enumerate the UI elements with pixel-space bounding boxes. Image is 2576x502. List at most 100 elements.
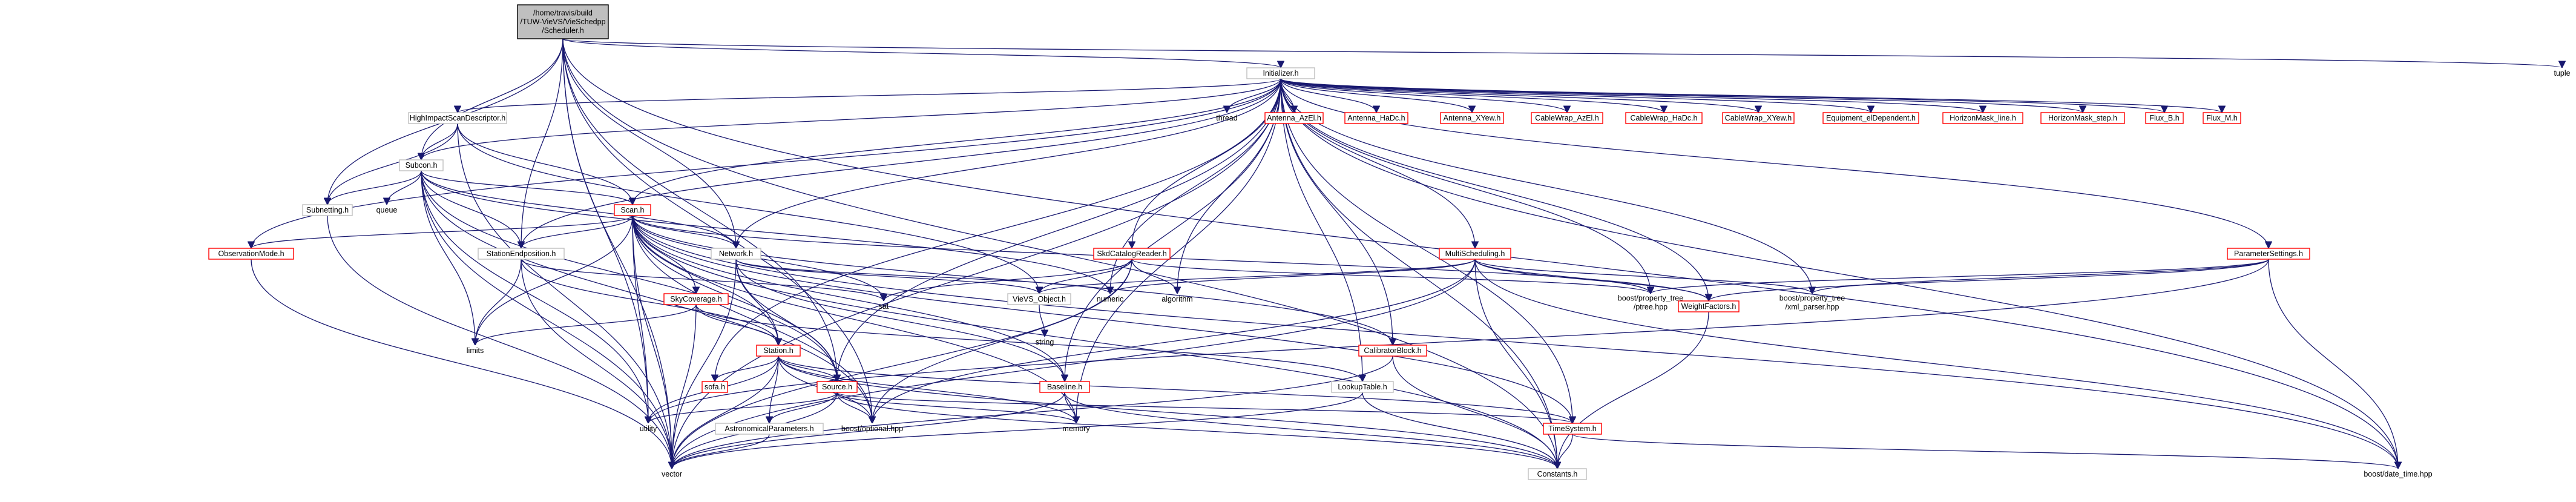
node-label-optional: boost/optional.hpp (841, 424, 903, 433)
node-box-astro (715, 423, 824, 435)
edge-init-to-source (837, 78, 1281, 381)
edge-skycov-to-limits (475, 304, 697, 346)
edge-multisched-to-xmlparser (1474, 259, 1812, 294)
node-label-vector: vector (662, 470, 682, 478)
edge-network-to-vector (672, 259, 737, 469)
node-flux_m[interactable]: Flux_M.h (2203, 112, 2241, 124)
edge-stend-to-sat (521, 259, 884, 302)
edge-init-to-multisched (1280, 78, 1475, 248)
node-box-paramset (2227, 248, 2310, 260)
node-box-skycat (1093, 248, 1171, 260)
node-hm_step[interactable]: HorizonMask_step.h (2040, 112, 2125, 124)
node-cw_xyew[interactable]: CableWrap_XYew.h (1722, 112, 1795, 124)
edge-hisd-to-vector (457, 123, 672, 469)
edge-init-to-cw_hadc (1280, 78, 1664, 113)
node-xmlparser: boost/property_tree/xml_parser.hpp (1779, 294, 1845, 312)
node-box-lookup (1331, 381, 1394, 393)
edge-station-to-vector (672, 355, 779, 469)
edge-calib-to-vector (672, 355, 1393, 469)
edge-subcon-to-scan (421, 170, 632, 205)
node-box-root (517, 4, 609, 39)
node-label-subcon: Subcon.h (406, 161, 438, 170)
edge-subcon-to-subnet (327, 170, 422, 205)
node-label-queue: queue (376, 206, 398, 214)
node-label-subnet: Subnetting.h (306, 206, 349, 214)
node-box-flux_b (2145, 112, 2184, 124)
node-label-string: string (1036, 338, 1054, 346)
edge-root-to-vector (562, 38, 672, 469)
node-label-init: Initializer.h (1263, 69, 1298, 78)
node-obsmode[interactable]: ObservationMode.h (208, 248, 294, 260)
node-timesys[interactable]: TimeSystem.h (1543, 423, 1602, 435)
node-equip[interactable]: Equipment_elDependent.h (1822, 112, 1919, 124)
node-scan[interactable]: Scan.h (614, 204, 651, 216)
node-stend[interactable]: StationEndposition.h (478, 248, 565, 260)
node-station[interactable]: Station.h (756, 345, 801, 357)
edge-init-to-cw_xyew (1280, 78, 1758, 113)
node-box-hisd (408, 112, 507, 124)
node-queue: queue (376, 206, 398, 214)
node-source[interactable]: Source.h (816, 381, 858, 393)
edge-timesys-to-constants (1557, 434, 1573, 469)
node-hisd[interactable]: HighImpactScanDescriptor.h (408, 112, 507, 124)
edge-astro-to-vector (672, 434, 770, 469)
edge-baseline-to-memory (1064, 392, 1076, 423)
node-skycat[interactable]: SkdCatalogReader.h (1093, 248, 1171, 260)
node-multisched[interactable]: MultiScheduling.h (1439, 248, 1511, 260)
edge-init-to-hisd (458, 78, 1281, 113)
node-astro[interactable]: AstronomicalParameters.h (715, 423, 824, 435)
node-root[interactable]: /home/travis/build/TUW-VieVS/VieSchedpp/… (517, 4, 609, 39)
edge-init-to-subcon (421, 78, 1281, 160)
node-ant_hadc[interactable]: Antenna_HaDc.h (1344, 112, 1408, 124)
node-box-sofa (702, 381, 728, 393)
node-ptree: boost/property_tree/ptree.hpp (1618, 294, 1683, 312)
edge-scan-to-network (632, 215, 736, 249)
edge-init-to-flux_m (1280, 78, 2222, 113)
node-hm_line[interactable]: HorizonMask_line.h (1942, 112, 2023, 124)
node-constants[interactable]: Constants.h (1528, 468, 1587, 480)
node-label-skycat: SkdCatalogReader.h (1097, 249, 1166, 258)
node-box-flux_m (2203, 112, 2241, 124)
node-box-equip (1822, 112, 1919, 124)
node-lookup[interactable]: LookupTable.h (1331, 381, 1394, 393)
node-flux_b[interactable]: Flux_B.h (2145, 112, 2184, 124)
edge-scan-to-optional (632, 215, 872, 423)
edge-root-to-init (562, 38, 1281, 68)
edge-init-to-network (736, 78, 1281, 248)
edge-subcon-to-utility (421, 170, 648, 423)
edge-init-to-flux_b (1280, 78, 2164, 113)
edge-stend-to-vector (521, 259, 672, 469)
edge-root-to-optional (562, 38, 872, 423)
node-subcon[interactable]: Subcon.h (399, 159, 444, 171)
node-cw_azel[interactable]: CableWrap_AzEl.h (1531, 112, 1603, 124)
edge-paramset-to-weight (1709, 259, 2269, 302)
node-baseline[interactable]: Baseline.h (1039, 381, 1090, 393)
node-paramset[interactable]: ParameterSettings.h (2227, 248, 2310, 260)
node-label-cw_xyew: CableWrap_XYew.h (1725, 114, 1792, 122)
node-vievs[interactable]: VieVS_Object.h (1007, 293, 1071, 305)
node-label-ant_xyew: Antenna_XYew.h (1444, 114, 1501, 122)
edge-skycat-to-vector (672, 259, 1132, 469)
node-network[interactable]: Network.h (711, 248, 761, 260)
node-init[interactable]: Initializer.h (1246, 67, 1315, 79)
edge-paramset-to-datetime (2268, 259, 2398, 469)
node-label-flux_m: Flux_M.h (2206, 114, 2237, 122)
edge-source-to-constants (836, 392, 1557, 469)
edge-network-to-baseline (735, 259, 1065, 381)
node-weight[interactable]: WeightFactors.h (1678, 300, 1740, 312)
node-label-xmlparser: /xml_parser.hpp (1786, 303, 1839, 311)
node-label-sat: sat (879, 302, 889, 311)
node-cw_hadc[interactable]: CableWrap_HaDc.h (1625, 112, 1703, 124)
node-skycov[interactable]: SkyCoverage.h (663, 293, 729, 305)
node-ant_azel[interactable]: Antenna_AzEl.h (1264, 112, 1324, 124)
node-subnet[interactable]: Subnetting.h (302, 204, 353, 216)
node-label-vievs: VieVS_Object.h (1013, 295, 1066, 303)
node-box-obsmode (208, 248, 294, 260)
edge-init-to-stend (521, 78, 1281, 248)
node-sofa[interactable]: sofa.h (702, 381, 728, 393)
node-ant_xyew[interactable]: Antenna_XYew.h (1440, 112, 1504, 124)
node-calib[interactable]: CalibratorBlock.h (1358, 345, 1427, 357)
node-box-subnet (302, 204, 353, 216)
node-box-hm_line (1942, 112, 2023, 124)
node-label-obsmode: ObservationMode.h (218, 249, 284, 258)
